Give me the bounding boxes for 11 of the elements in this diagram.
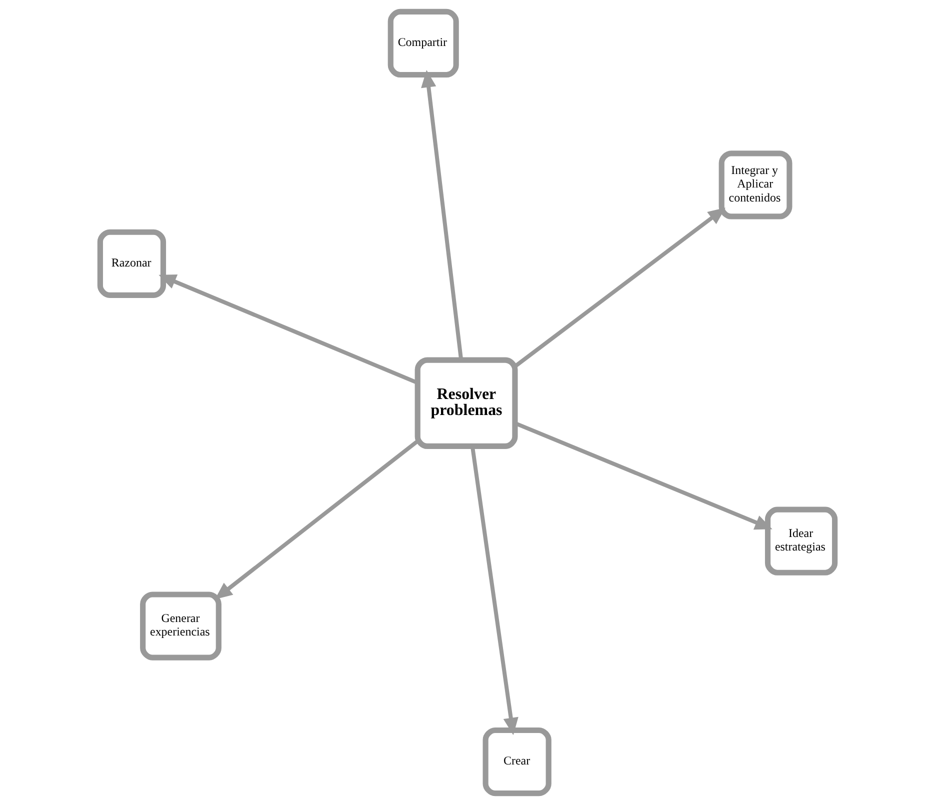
node-box: Crear [482, 727, 552, 796]
node-box: Resolver problemas [414, 357, 518, 450]
arrow [470, 446, 518, 736]
node-box: Generar experiencias [140, 592, 222, 660]
node-box: Integrar y Aplicar contenidos [718, 150, 792, 220]
arrow [421, 70, 464, 360]
arrow [514, 208, 726, 368]
node-box: Compartir [388, 8, 459, 78]
arrow [214, 440, 419, 600]
node-box: Idear estrategias [764, 506, 838, 576]
node-box: Razonar [97, 229, 166, 298]
